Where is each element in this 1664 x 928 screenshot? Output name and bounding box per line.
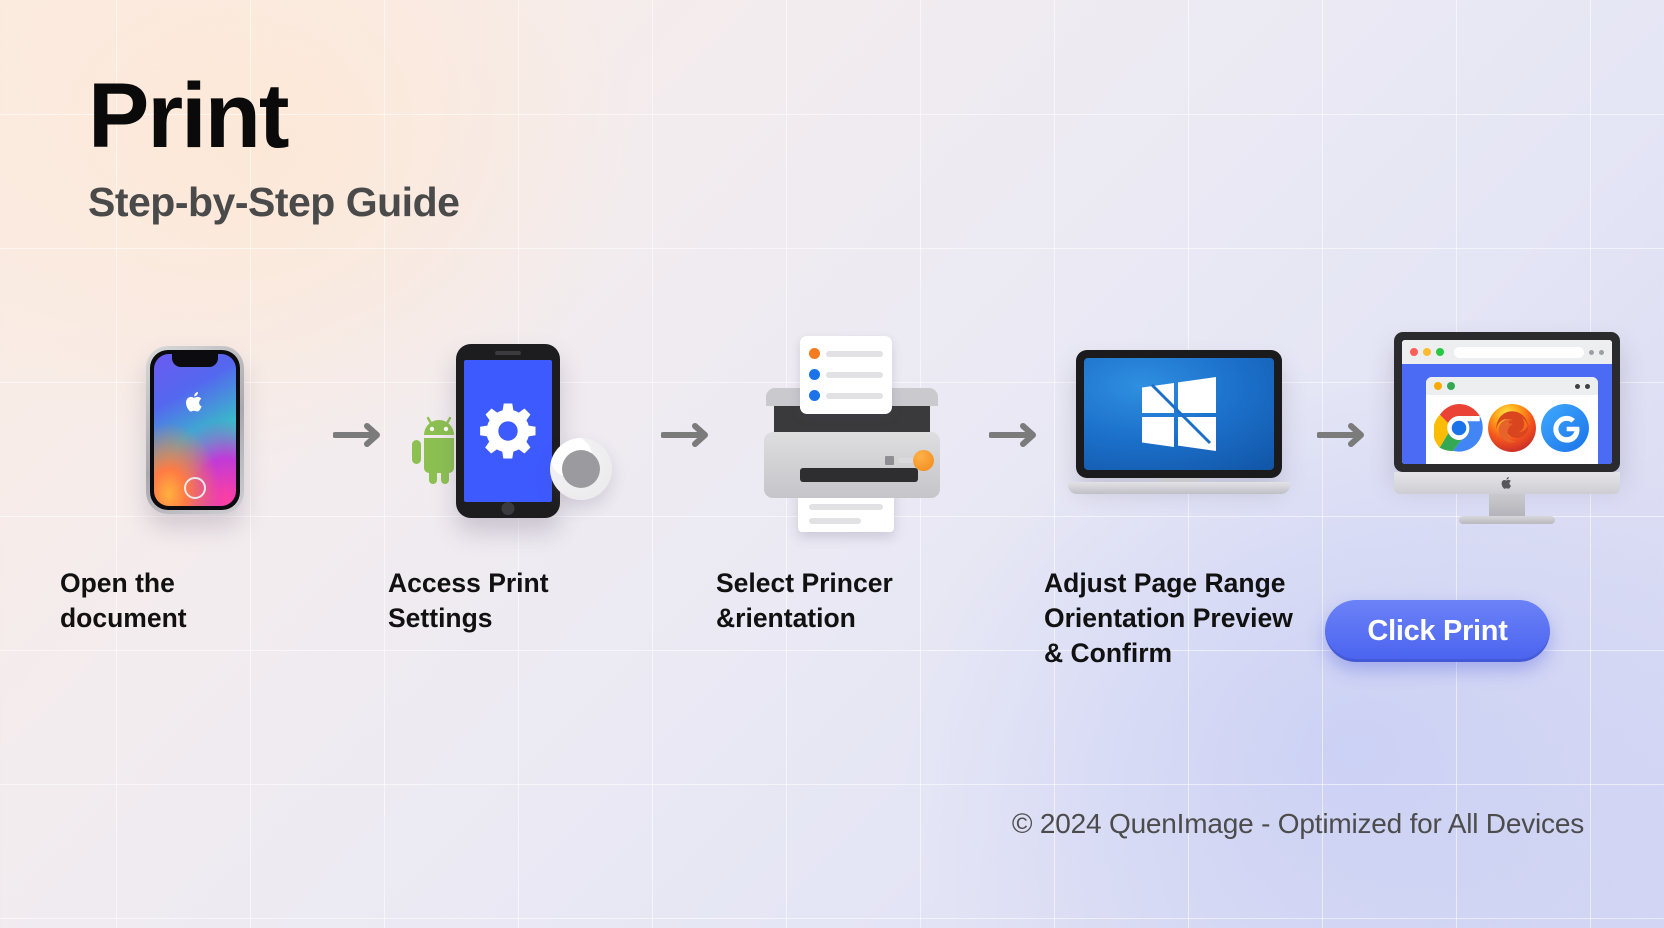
cta-container: Click Print <box>1325 600 1550 662</box>
footer-text: © 2024 QuenImage - Optimized for All Dev… <box>1011 808 1584 839</box>
steps-row: Open the document <box>0 330 1664 710</box>
step-label: Adjust Page Range Orientation Preview & … <box>1044 568 1293 668</box>
firefox-logo-icon <box>1488 404 1536 452</box>
page-subtitle: Step-by-Step Guide <box>88 178 460 225</box>
iphone-device-icon <box>70 330 320 540</box>
apple-logo-icon <box>186 392 202 412</box>
apple-logo-icon-monitor <box>1501 477 1511 489</box>
click-print-button[interactable]: Click Print <box>1325 600 1550 662</box>
windows-logo-icon <box>1142 377 1216 451</box>
printer-icon <box>726 330 976 540</box>
step-label: Open the document <box>60 568 187 633</box>
step-label: Access Print Settings <box>388 568 549 633</box>
step-select-printer[interactable]: Select Princer &rientation <box>716 330 976 636</box>
step-access-print-settings[interactable]: Access Print Settings <box>388 330 648 636</box>
android-phone-icon <box>456 344 560 518</box>
step-open-document[interactable]: Open the document <box>60 330 320 636</box>
page-title: Print <box>88 65 290 167</box>
google-g-logo-icon <box>1541 404 1590 452</box>
arrow-icon-3 <box>976 422 1054 448</box>
header: Print Step-by-Step Guide <box>88 65 460 226</box>
step-label: Select Princer &rientation <box>716 568 893 633</box>
arrow-icon-4 <box>1304 422 1382 448</box>
arrow-icon-2 <box>648 422 726 448</box>
address-bar[interactable] <box>1454 346 1584 358</box>
chrome-logo-icon <box>1433 404 1483 452</box>
step-click-print[interactable] <box>1382 330 1632 540</box>
home-button-icon <box>184 477 206 499</box>
circle-button-icon <box>550 438 612 500</box>
document-preview-icon <box>800 336 892 414</box>
browser-title-bar <box>1402 340 1612 364</box>
gear-icon <box>480 403 536 459</box>
step-adjust-page-range[interactable]: Adjust Page Range Orientation Preview & … <box>1044 330 1304 671</box>
notch-icon <box>172 354 218 367</box>
arrow-icon-1 <box>320 422 398 448</box>
desktop-monitor-browsers-icon <box>1382 330 1632 540</box>
android-settings-phone-icon <box>398 330 648 540</box>
laptop-windows-icon <box>1054 330 1304 540</box>
